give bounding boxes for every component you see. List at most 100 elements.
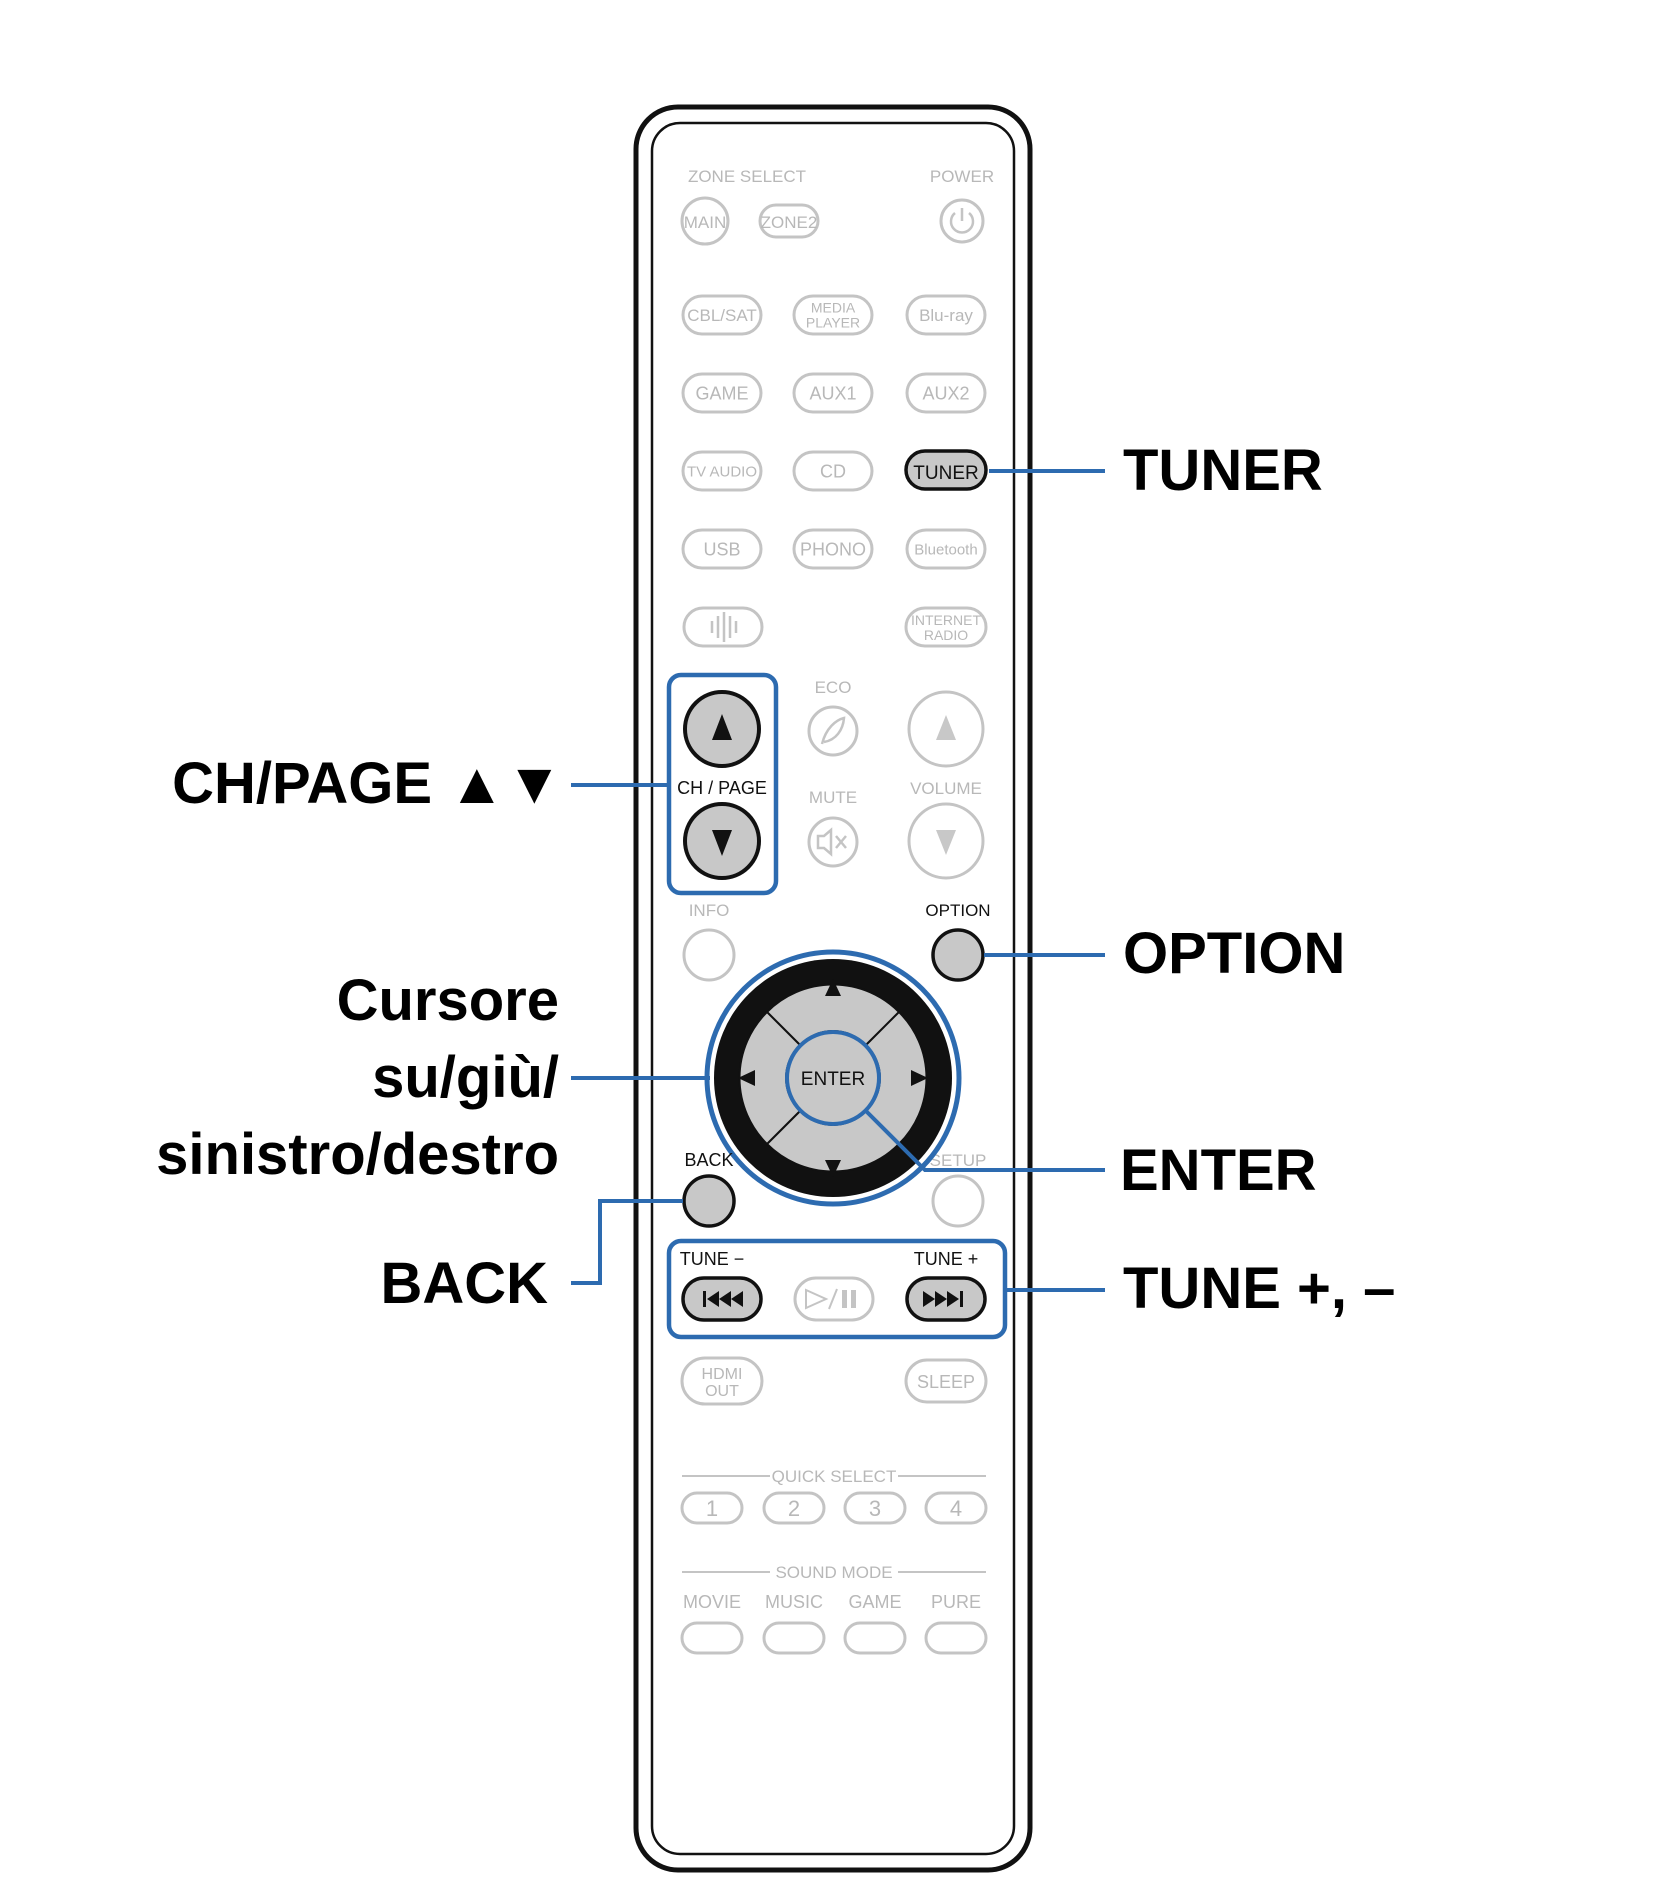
- media-player-button-label-2: PLAYER: [806, 315, 860, 331]
- eco-button[interactable]: [807, 705, 859, 757]
- tune-plus-button[interactable]: [905, 1276, 987, 1322]
- internet-radio-label-1: INTERNET: [911, 612, 981, 628]
- sleep-button[interactable]: SLEEP: [904, 1358, 988, 1404]
- cursor-callout-line-3: sinistro/destro: [156, 1122, 559, 1187]
- volume-up-button[interactable]: [907, 690, 985, 768]
- quick-select-4-button-label: 4: [950, 1496, 962, 1521]
- cd-button-label: CD: [820, 461, 846, 481]
- mute-icon: [816, 827, 847, 857]
- quick-select-3-button-label: 3: [869, 1496, 881, 1521]
- tune-minus-label: TUNE −: [680, 1249, 745, 1269]
- back-button[interactable]: [682, 1174, 736, 1228]
- enter-leader: [864, 1109, 1105, 1172]
- tv-audio-button[interactable]: TV AUDIO: [681, 450, 763, 492]
- enter-button-label: ENTER: [801, 1069, 865, 1090]
- internet-radio-label-2: RADIO: [924, 627, 968, 643]
- triangle-up-icon: [825, 979, 841, 996]
- bluray-button-label: Blu-ray: [919, 306, 973, 325]
- triangle-down-icon: [825, 1160, 841, 1177]
- sound-mode-pure-button[interactable]: [924, 1621, 988, 1655]
- info-label: INFO: [689, 901, 730, 920]
- power-button[interactable]: [939, 198, 985, 244]
- triangle-right-icon: [911, 1070, 928, 1086]
- sound-mode-movie-button[interactable]: [680, 1621, 744, 1655]
- skip-forward-icon: [923, 1291, 963, 1307]
- phono-button-label: PHONO: [800, 539, 866, 559]
- mute-label: MUTE: [809, 788, 857, 807]
- ch-page-label: CH / PAGE: [677, 778, 767, 798]
- tv-audio-button-label: TV AUDIO: [687, 463, 757, 480]
- triangle-up-icon: [936, 715, 956, 740]
- enter-button[interactable]: ENTER: [785, 1030, 881, 1126]
- cursor-up-button[interactable]: [765, 979, 901, 1047]
- sound-mode-game-button[interactable]: [843, 1621, 907, 1655]
- volume-down-button[interactable]: [907, 802, 985, 880]
- back-callout: BACK: [380, 1251, 548, 1316]
- ch-page-down-button[interactable]: [683, 802, 761, 880]
- cursor-callout-line-1: Cursore: [337, 968, 559, 1033]
- info-button[interactable]: [682, 928, 736, 982]
- tuner-button[interactable]: TUNER: [904, 449, 988, 491]
- back-label: BACK: [684, 1150, 733, 1170]
- bluetooth-button[interactable]: Bluetooth: [905, 528, 987, 570]
- dial-button[interactable]: [682, 606, 764, 648]
- tune-callout: TUNE +, –: [1123, 1256, 1395, 1321]
- usb-button-label: USB: [703, 539, 740, 559]
- tuner-button-label: TUNER: [913, 463, 978, 484]
- cursor-pad: ENTER: [704, 949, 962, 1207]
- sound-mode-movie-label: MOVIE: [683, 1592, 741, 1612]
- mute-button[interactable]: [807, 816, 859, 868]
- aux2-button-label: AUX2: [922, 383, 969, 403]
- triangle-left-icon: [738, 1070, 755, 1086]
- volume-label: VOLUME: [910, 779, 982, 798]
- enter-callout: ENTER: [1120, 1138, 1317, 1203]
- sound-mode-music-button[interactable]: [762, 1621, 826, 1655]
- usb-button[interactable]: USB: [681, 528, 763, 570]
- back-leader: [571, 1199, 683, 1285]
- quick-select-2-button[interactable]: 2: [762, 1491, 826, 1525]
- cbl-sat-button[interactable]: CBL/SAT: [681, 294, 763, 336]
- ch-page-callout: CH/PAGE ▲▼: [172, 751, 563, 816]
- hdmi-out-label-1: HDMI: [702, 1366, 743, 1383]
- tuner-callout: TUNER: [1123, 438, 1323, 503]
- zone2-button-label: ZONE2: [761, 213, 818, 232]
- cd-button[interactable]: CD: [792, 450, 874, 492]
- hdmi-out-button[interactable]: HDMI OUT: [680, 1356, 764, 1406]
- play-pause-icon: [805, 1288, 856, 1310]
- zone2-button[interactable]: ZONE2: [758, 203, 820, 239]
- tune-minus-button[interactable]: [681, 1276, 763, 1322]
- media-player-button-label-1: MEDIA: [811, 300, 856, 316]
- eco-label: ECO: [815, 678, 852, 697]
- power-label: POWER: [930, 167, 994, 186]
- sound-mode-game-label: GAME: [848, 1592, 901, 1612]
- quick-select-4-button[interactable]: 4: [924, 1491, 988, 1525]
- bluetooth-button-label: Bluetooth: [914, 541, 977, 558]
- sound-mode-music-label: MUSIC: [765, 1592, 823, 1612]
- zone-select-label: ZONE SELECT: [688, 167, 806, 186]
- sound-wave-icon: [710, 612, 738, 642]
- quick-select-3-button[interactable]: 3: [843, 1491, 907, 1525]
- tune-plus-label: TUNE +: [914, 1249, 979, 1269]
- aux2-button[interactable]: AUX2: [905, 372, 987, 414]
- main-button[interactable]: MAIN: [680, 196, 730, 246]
- option-label: OPTION: [925, 901, 990, 920]
- main-button-label: MAIN: [684, 213, 727, 232]
- play-pause-button[interactable]: [793, 1276, 875, 1322]
- power-icon: [949, 208, 975, 234]
- hdmi-out-label-2: OUT: [705, 1383, 739, 1400]
- bluray-button[interactable]: Blu-ray: [905, 294, 987, 336]
- ch-page-up-button[interactable]: [683, 690, 761, 768]
- quick-select-1-button[interactable]: 1: [680, 1491, 744, 1525]
- quick-select-1-button-label: 1: [706, 1496, 718, 1521]
- skip-back-icon: [703, 1291, 743, 1307]
- option-callout: OPTION: [1123, 921, 1345, 986]
- internet-radio-button[interactable]: INTERNET RADIO: [904, 606, 988, 648]
- aux1-button[interactable]: AUX1: [792, 372, 874, 414]
- option-button[interactable]: [931, 928, 985, 982]
- setup-button[interactable]: [931, 1174, 985, 1228]
- sleep-button-label: SLEEP: [917, 1372, 975, 1392]
- game-button[interactable]: GAME: [681, 372, 763, 414]
- phono-button[interactable]: PHONO: [792, 528, 874, 570]
